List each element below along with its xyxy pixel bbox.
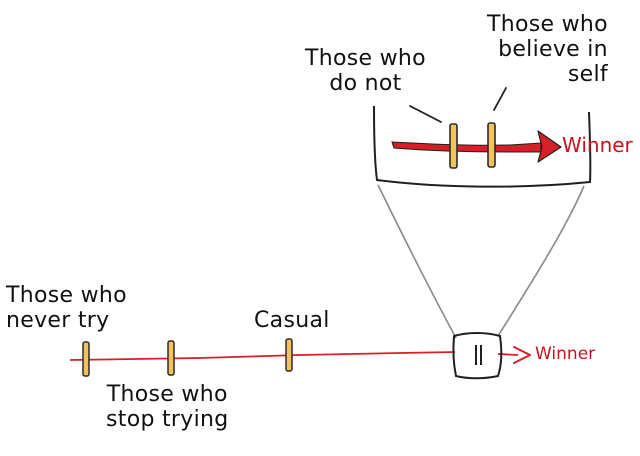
marker-do-not xyxy=(449,123,458,169)
zoom-line-left xyxy=(377,184,457,339)
zoom-line-right xyxy=(497,185,585,337)
label-never-try-line1: Those who xyxy=(6,283,127,308)
leader-do-not xyxy=(409,105,442,123)
timeline-line xyxy=(69,351,519,361)
zoom-arrow-head xyxy=(537,130,562,163)
label-casual-text: Casual xyxy=(254,308,330,333)
winner-label-zoomed: Winner xyxy=(562,133,633,157)
marker-casual xyxy=(285,338,293,372)
leader-believe xyxy=(493,87,507,111)
winner-label-timeline: Winner xyxy=(535,344,596,364)
zoom-box-marks xyxy=(475,345,482,365)
label-believe: Those who believe in self xyxy=(487,12,608,87)
zoom-bracket xyxy=(373,105,592,188)
timeline-arrow-head xyxy=(513,346,531,364)
label-never-try-line2: never try xyxy=(6,308,110,333)
label-stop-trying: Those who stop trying xyxy=(106,382,229,432)
marker-stop-trying xyxy=(167,340,175,376)
label-do-not-line1: Those who xyxy=(305,46,426,71)
label-do-not: Those who do not xyxy=(305,46,426,96)
label-stop-trying-line2: stop trying xyxy=(106,407,229,432)
label-believe-line1: Those who xyxy=(487,12,608,37)
label-never-try: Those who never try xyxy=(6,283,127,333)
zoom-box xyxy=(452,332,503,380)
marker-never-try xyxy=(82,341,90,377)
label-believe-line3: self xyxy=(567,62,608,87)
marker-believe xyxy=(487,122,496,168)
label-believe-line2: believe in xyxy=(498,37,608,62)
label-stop-trying-line1: Those who xyxy=(106,382,228,407)
zoom-arrow-shaft xyxy=(391,141,542,153)
label-casual: Casual xyxy=(254,308,330,333)
label-do-not-line2: do not xyxy=(329,71,402,96)
